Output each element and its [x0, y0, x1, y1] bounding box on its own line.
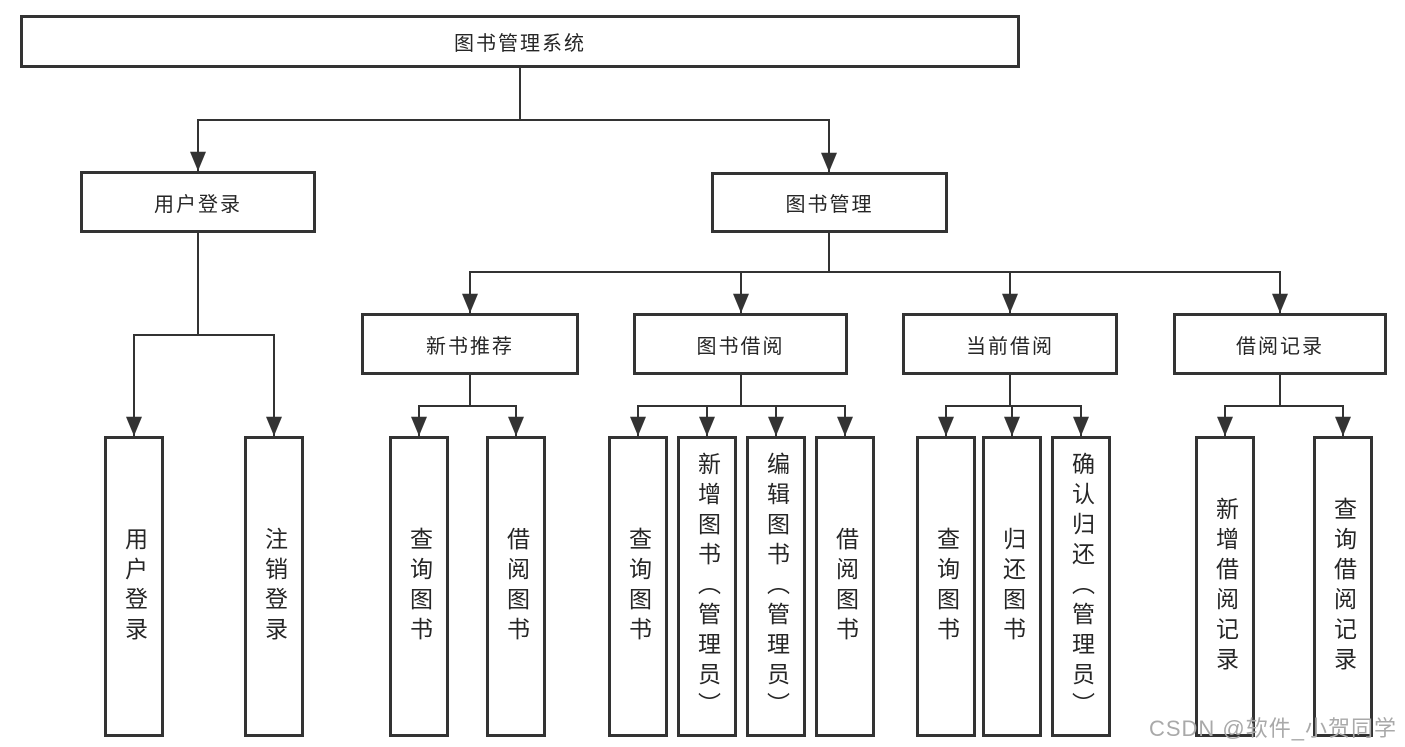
leaf-user-login: 用户登录 — [104, 436, 164, 737]
leaf-query-books-2: 查询图书 — [608, 436, 668, 737]
leaf-query-books-3-label: 查询图书 — [933, 526, 960, 647]
leaf-edit-books-admin: 编辑图书（管理员） — [746, 436, 806, 737]
leaf-borrow-books-2: 借阅图书 — [815, 436, 875, 737]
node-current-borrow: 当前借阅 — [902, 313, 1118, 375]
node-book-borrow-label: 图书借阅 — [696, 335, 785, 358]
leaf-query-books-2-label: 查询图书 — [625, 526, 652, 647]
node-current-borrow-label: 当前借阅 — [966, 335, 1054, 358]
leaf-confirm-return-admin-label: 确认归还（管理员） — [1068, 451, 1095, 722]
leaf-add-borrow-record-label: 新增借阅记录 — [1212, 496, 1239, 677]
node-book-management: 图书管理 — [711, 172, 948, 233]
leaf-edit-books-admin-label: 编辑图书（管理员） — [763, 451, 790, 722]
leaf-user-login-label: 用户登录 — [121, 526, 148, 647]
leaf-add-books-admin: 新增图书（管理员） — [677, 436, 737, 737]
leaf-query-borrow-record-label: 查询借阅记录 — [1330, 496, 1357, 677]
node-borrow-records-label: 借阅记录 — [1236, 335, 1324, 358]
node-new-book-recommend: 新书推荐 — [361, 313, 579, 375]
leaf-confirm-return-admin: 确认归还（管理员） — [1051, 436, 1111, 737]
leaf-add-borrow-record: 新增借阅记录 — [1195, 436, 1255, 737]
leaf-borrow-books-2-label: 借阅图书 — [832, 526, 859, 647]
leaf-query-books-1: 查询图书 — [389, 436, 449, 737]
node-borrow-records: 借阅记录 — [1173, 313, 1387, 375]
node-new-book-recommend-label: 新书推荐 — [426, 335, 514, 358]
leaf-borrow-books-1: 借阅图书 — [486, 436, 546, 737]
leaf-return-books: 归还图书 — [982, 436, 1042, 737]
node-root: 图书管理系统 — [20, 15, 1020, 68]
leaf-return-books-label: 归还图书 — [999, 526, 1026, 647]
leaf-query-books-1-label: 查询图书 — [406, 526, 433, 647]
node-root-label: 图书管理系统 — [454, 33, 586, 55]
leaf-query-borrow-record: 查询借阅记录 — [1313, 436, 1373, 737]
node-book-borrow: 图书借阅 — [633, 313, 848, 375]
leaf-logout: 注销登录 — [244, 436, 304, 737]
leaf-add-books-admin-label: 新增图书（管理员） — [694, 451, 721, 722]
node-book-management-label: 图书管理 — [785, 194, 874, 216]
leaf-logout-label: 注销登录 — [261, 526, 288, 647]
leaf-borrow-books-1-label: 借阅图书 — [503, 526, 530, 647]
node-user-login: 用户登录 — [80, 171, 316, 233]
node-user-login-label: 用户登录 — [154, 193, 242, 216]
leaf-query-books-3: 查询图书 — [916, 436, 976, 737]
